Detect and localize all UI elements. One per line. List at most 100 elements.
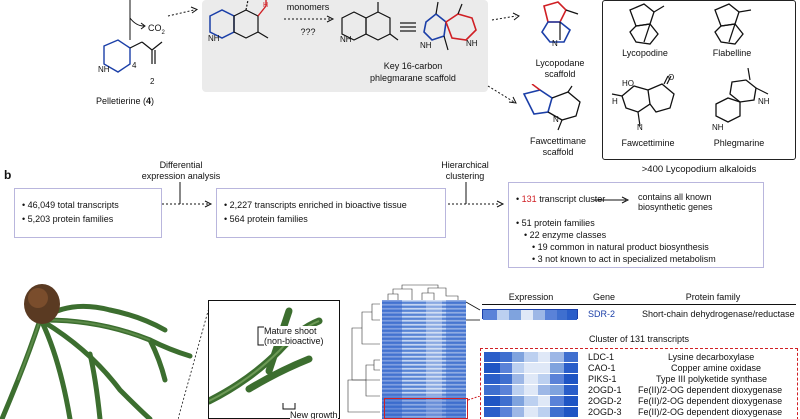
equivalence-sign <box>400 22 416 32</box>
cluster-heatmap-row <box>484 407 578 417</box>
protein-family-column-header: Protein family <box>685 292 741 302</box>
pelletierine-structure <box>103 39 163 73</box>
plant-illustration <box>0 284 193 419</box>
co2-loss-arrow <box>129 0 146 40</box>
fawcettimane-label: Fawcettimane scaffold <box>529 136 587 157</box>
gene-column-header: Gene <box>592 292 616 302</box>
cluster-heatmap-row <box>484 374 578 384</box>
alkaloid-flabelline: Flabelline <box>712 48 752 58</box>
mature-shoot-label: Mature shoot (non-bioactive) <box>264 326 324 346</box>
zoom-panel <box>208 300 340 419</box>
h-atom-label: H <box>263 2 269 9</box>
dendrogram-left <box>347 303 380 413</box>
scaffold3d-n-right: NH <box>466 39 478 48</box>
cluster-highlight-box <box>384 398 468 419</box>
cluster-common-enzymes: • 19 common in natural product biosynthe… <box>532 242 709 252</box>
arrow-to-fawcettimane <box>487 85 517 104</box>
cluster-family-cao1: Copper amine oxidase <box>671 363 762 373</box>
sdr2-protein-family: Short-chain dehydrogenase/reductase <box>642 309 795 319</box>
enriched-families-item: • 564 protein families <box>224 214 308 224</box>
fawcettimane-n-atom: N <box>553 115 559 124</box>
cluster-gene-piks1: PIKS-1 <box>588 374 617 384</box>
phlegmarane-n-atom: NH <box>340 35 352 44</box>
cluster-heatmap-row <box>484 352 578 362</box>
hierarchical-clustering-arrow <box>448 182 505 208</box>
expression-column-header: Expression <box>508 292 554 302</box>
lycopodane-label: Lycopodane scaffold <box>535 58 585 79</box>
cluster-table-box <box>480 348 798 419</box>
cluster-box <box>508 182 764 268</box>
enriched-transcripts-item: • 2,227 transcripts enriched in bioactiv… <box>224 200 407 210</box>
cluster-transcripts-item: • 131 transcript cluster <box>516 194 606 204</box>
key-scaffold-label: Key 16-carbon phlegmarane scaffold <box>370 61 456 83</box>
phlegmarine-structure <box>715 68 769 123</box>
cluster-enzyme-classes: • 22 enzyme classes <box>524 230 607 240</box>
pelletierine-position-4: 4 <box>132 61 137 70</box>
fawcettimine-h: H <box>612 97 618 106</box>
cluster-family-ldc1: Lysine decarboxylase <box>668 352 755 362</box>
main-heatmap <box>382 300 466 419</box>
fawcettimine-o: O <box>668 73 675 82</box>
fawcettimine-structure <box>611 75 675 127</box>
cluster-gene-2ogd3: 2OGD-3 <box>588 407 622 417</box>
fawcettimane-structure <box>522 84 581 131</box>
fawcettimine-ho: HO <box>622 79 634 88</box>
unknown-steps-label: ??? <box>300 27 316 37</box>
intermediate-structure <box>209 0 269 39</box>
top-gene-connector <box>466 301 481 321</box>
phlegmarine-n-bottom: NH <box>712 123 724 132</box>
panel-b-label: b <box>4 168 12 182</box>
total-transcripts-item: • 46,049 total transcripts <box>22 200 119 210</box>
cluster-protein-families: • 51 protein families <box>516 218 595 228</box>
sdr2-expression-bar <box>482 309 578 320</box>
arrow-to-scaffold <box>167 6 199 17</box>
pelletierine-n-atom: NH <box>98 65 110 74</box>
lycopodium-alkaloids-box <box>602 0 796 160</box>
lycopodane-n-atom: N <box>552 39 558 48</box>
co2-label: CO2 <box>148 23 165 36</box>
cluster-unknown-enzymes: • 3 not known to act in specialized meta… <box>532 254 716 264</box>
alkaloid-lycopodine: Lycopodine <box>622 48 668 58</box>
cluster-heatmap-row <box>484 363 578 373</box>
arrow-to-lycopodane <box>491 12 520 21</box>
lycopodine-structure <box>629 3 665 45</box>
cluster-family-2ogd3: Fe(II)/2-OG dependent dioxygenase <box>638 407 783 417</box>
alkaloid-fawcettimine: Fawcettimine <box>621 138 675 148</box>
cluster-connector <box>467 396 481 401</box>
phlegmarine-n-top: NH <box>758 97 770 106</box>
header-divider <box>482 304 796 305</box>
alkaloid-phlegmarine: Phlegmarine <box>713 138 765 148</box>
enriched-transcripts-box <box>216 188 446 238</box>
cluster-gene-2ogd1: 2OGD-1 <box>588 385 622 395</box>
total-transcripts-box <box>14 188 162 238</box>
pelletierine-position-2: 2 <box>150 77 155 86</box>
contains-genes-text: contains all known biosynthetic genes <box>638 192 713 212</box>
phlegmarane-3d-structure <box>423 1 477 51</box>
fawcettimine-n: N <box>637 123 643 132</box>
key-scaffold-panel <box>202 0 488 92</box>
hierarchical-clustering-label: Hierarchical clustering <box>441 160 489 181</box>
pelletierine-label: Pelletierine (4) <box>96 96 155 106</box>
contains-arrow <box>594 196 630 204</box>
cluster-gene-2ogd2: 2OGD-2 <box>588 396 622 406</box>
cluster-heatmap-row <box>484 385 578 395</box>
mature-shoot-bracket <box>257 326 264 346</box>
cluster-gene-cao1: CAO-1 <box>588 363 616 373</box>
intermediate-n-atom: NH <box>208 34 220 43</box>
monomer-arrow <box>284 15 335 23</box>
differential-expression-arrow <box>162 182 213 208</box>
monomers-label: monomers <box>286 2 330 12</box>
cluster-title: Cluster of 131 transcripts <box>588 334 690 344</box>
cluster-family-piks1: Type III polyketide synthase <box>656 374 768 384</box>
scaffold3d-n-left: NH <box>420 41 432 50</box>
protein-families-item: • 5,203 protein families <box>22 214 114 224</box>
cluster-family-2ogd1: Fe(II)/2-OG dependent dioxygenase <box>638 385 783 395</box>
sdr2-gene-name: SDR-2 <box>588 309 616 319</box>
new-growth-label: New growth <box>290 410 338 419</box>
new-growth-bracket <box>282 403 296 410</box>
phlegmarane-structure <box>341 2 399 41</box>
cluster-gene-ldc1: LDC-1 <box>588 352 615 362</box>
flabelline-structure <box>714 3 752 45</box>
cluster-family-2ogd2: Fe(II)/2-OG dependent dioxygenase <box>638 396 783 406</box>
differential-expression-label: Differential expression analysis <box>141 160 221 181</box>
